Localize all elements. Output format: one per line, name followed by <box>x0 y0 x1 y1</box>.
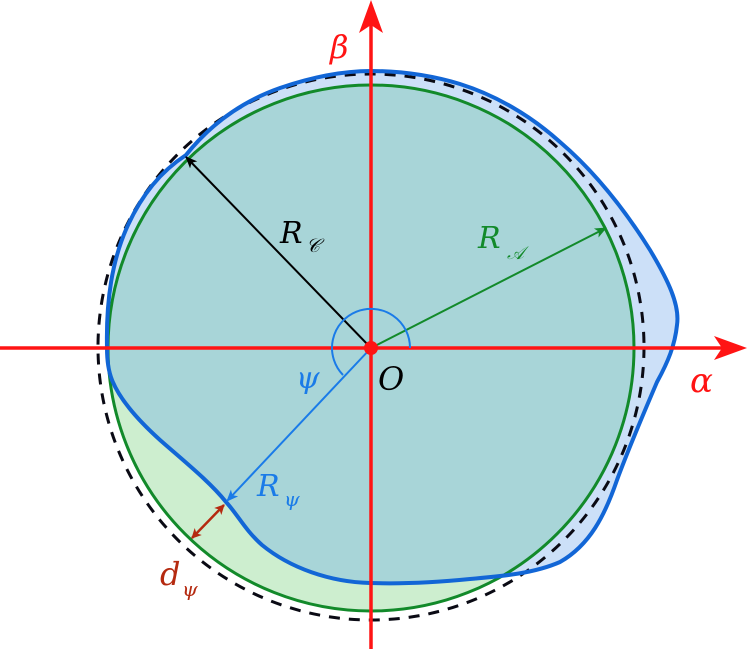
dpsi-label-sub: ψ <box>182 577 198 601</box>
origin-label: O <box>378 360 404 398</box>
rpsi-label-main: R <box>256 469 280 504</box>
ra-label: R 𝒜 <box>477 221 529 264</box>
rpsi-radius-arrow <box>226 347 372 502</box>
rc-label-main: R <box>279 216 303 251</box>
ra-label-sub: 𝒜 <box>507 243 529 264</box>
ra-label-main: R <box>477 221 501 256</box>
origin-point <box>364 341 378 355</box>
dpsi-double-arrow <box>191 504 225 539</box>
psi-angle-label: ψ <box>296 361 320 396</box>
rpsi-label-sub: ψ <box>284 487 300 511</box>
dpsi-label: d ψ <box>160 555 198 601</box>
ra-radius-arrow <box>370 227 607 349</box>
beta-axis-arrowhead <box>359 0 383 33</box>
dpsi-label-main: d <box>160 555 180 593</box>
alpha-axis-label: α <box>690 361 713 401</box>
psi-angle-arc <box>331 307 412 376</box>
intersection-fill <box>108 85 634 584</box>
beta-axis-label: β <box>329 28 349 66</box>
rpsi-label: R ψ <box>256 469 300 511</box>
blue-contour <box>104 68 680 586</box>
rc-radius-arrow <box>185 156 372 349</box>
alpha-axis-arrowhead <box>714 336 747 360</box>
